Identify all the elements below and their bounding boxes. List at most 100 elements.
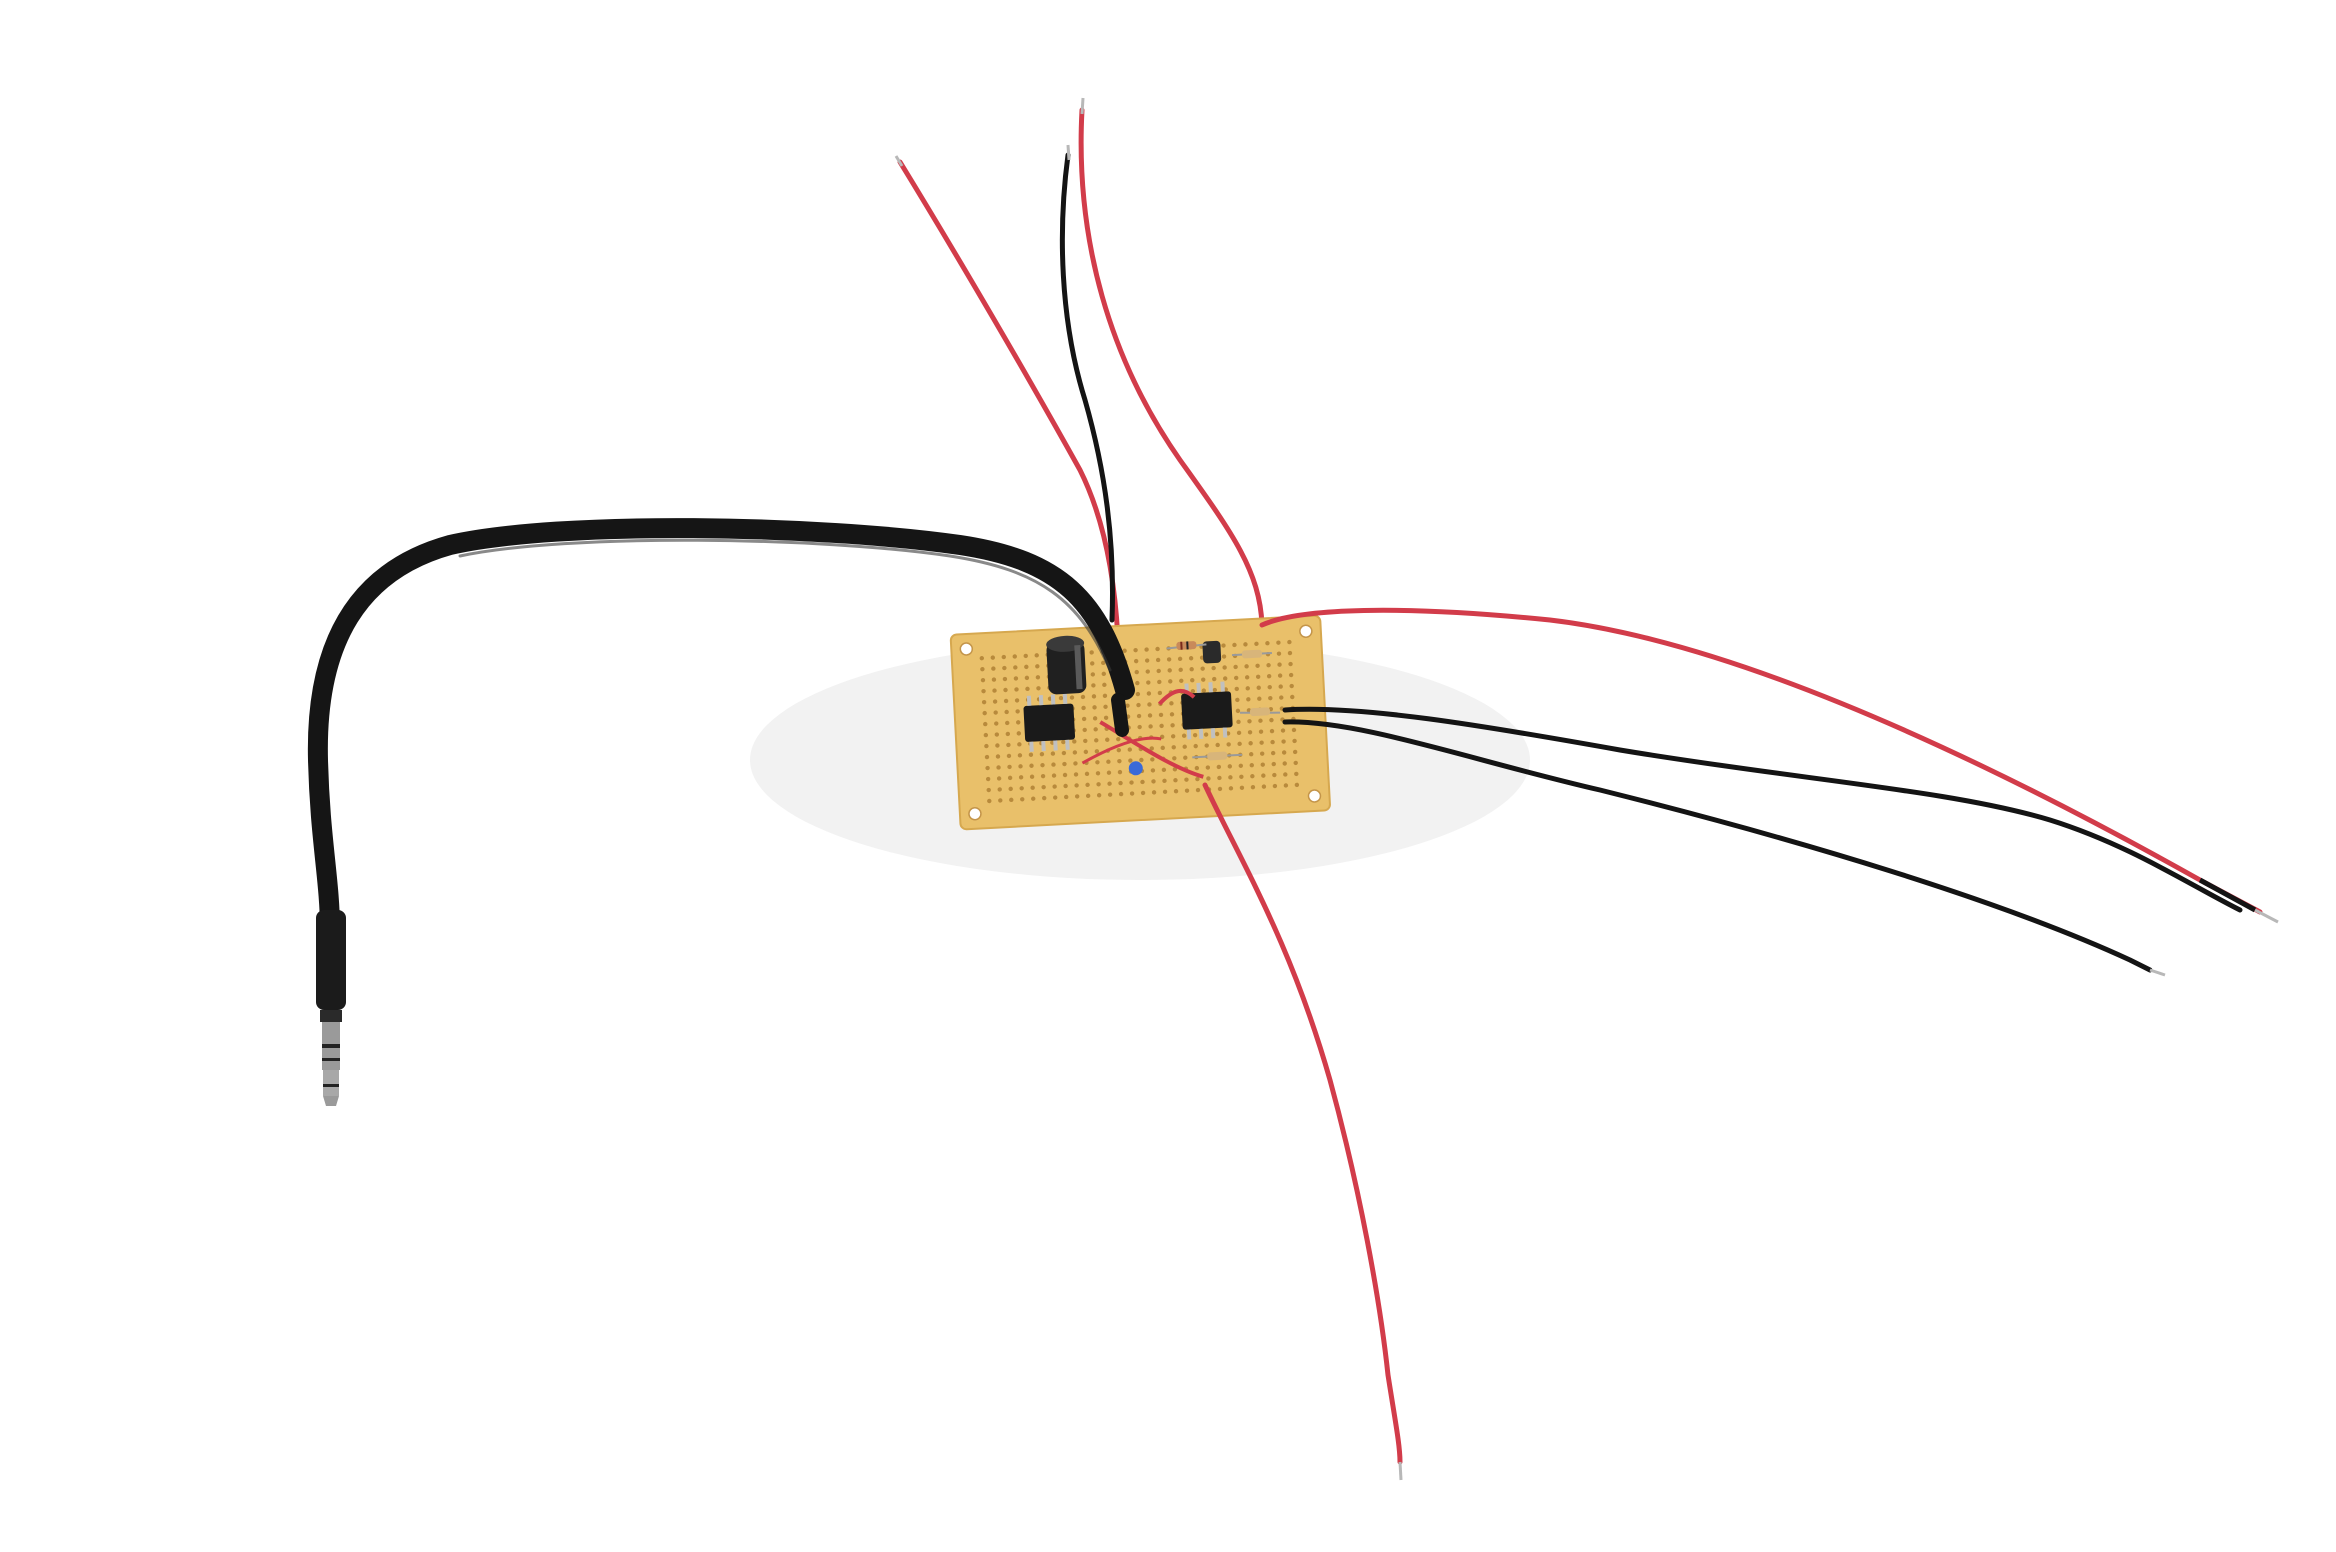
perfboard-hole <box>1002 665 1007 671</box>
perfboard-hole <box>1089 650 1094 655</box>
perfboard-hole <box>1195 787 1201 793</box>
perfboard-hole <box>991 677 997 682</box>
red-wire-top-tip <box>1080 97 1085 115</box>
perfboard-hole <box>1269 728 1275 734</box>
perfboard-hole <box>1106 770 1112 775</box>
red-wire-top <box>1078 107 1265 628</box>
perfboard-hole <box>1183 755 1188 760</box>
perfboard-hole <box>1081 705 1086 711</box>
perfboard-hole <box>1257 696 1262 701</box>
perfboard-hole <box>1260 762 1265 767</box>
perfboard-hole <box>1232 642 1237 648</box>
perfboard-hole <box>1017 753 1023 758</box>
perfboard-hole <box>985 765 990 771</box>
perfboard-hole <box>1015 709 1020 714</box>
perfboard-hole <box>1222 665 1227 670</box>
perfboard-hole <box>1001 654 1006 660</box>
perfboard-hole <box>1215 742 1220 748</box>
perfboard-hole <box>1214 731 1220 737</box>
perfboard-hole <box>1184 777 1189 782</box>
perfboard-hole <box>1250 774 1255 779</box>
perfboard-hole <box>1270 750 1276 756</box>
perfboard-hole <box>1282 761 1287 766</box>
perfboard-hole <box>1072 750 1078 755</box>
mount-hole <box>968 807 982 821</box>
perfboard-hole <box>1173 789 1179 794</box>
perfboard-hole <box>1169 712 1175 717</box>
perfboard-hole <box>1205 765 1211 770</box>
perfboard-hole <box>1291 727 1297 733</box>
perfboard-hole <box>1134 669 1139 675</box>
perfboard-hole <box>1095 771 1101 776</box>
perfboard <box>949 614 1331 831</box>
perfboard-hole <box>1144 647 1149 652</box>
perfboard-hole <box>1091 683 1096 688</box>
perfboard-hole <box>1005 720 1010 726</box>
perfboard-hole <box>1259 740 1264 745</box>
perfboard-hole <box>990 655 995 660</box>
perfboard-hole <box>1223 676 1228 681</box>
perfboard-hole <box>1255 674 1261 679</box>
perfboard-hole <box>1136 713 1142 719</box>
perfboard-hole <box>1276 651 1282 656</box>
perfboard-hole <box>1013 676 1019 681</box>
perfboard-hole <box>979 656 985 661</box>
perfboard-hole <box>1062 761 1067 767</box>
perfboard-hole <box>1053 795 1058 800</box>
perfboard-hole <box>1247 730 1253 735</box>
perfboard-hole <box>1030 785 1035 790</box>
perfboard-hole <box>1107 781 1112 786</box>
perfboard-hole <box>1244 675 1250 680</box>
mount-hole <box>959 642 974 656</box>
perfboard-hole <box>1239 774 1244 779</box>
perfboard-hole <box>1051 762 1056 767</box>
perfboard-hole <box>1102 693 1108 699</box>
perfboard-hole <box>1140 779 1145 785</box>
perfboard-hole <box>1127 747 1132 752</box>
perfboard-hole <box>1091 694 1097 699</box>
perfboard-hole <box>1073 772 1079 777</box>
perfboard-hole <box>1172 756 1177 761</box>
perfboard-hole <box>1095 760 1100 765</box>
perfboard-hole <box>1061 750 1067 756</box>
perfboard-hole <box>1211 665 1216 671</box>
perfboard-hole <box>1118 791 1124 797</box>
perfboard-hole <box>1276 640 1281 645</box>
perfboard-hole <box>1181 733 1187 738</box>
perfboard-hole <box>1147 713 1153 718</box>
perfboard-hole <box>1272 783 1278 789</box>
perfboard-hole <box>1012 654 1017 659</box>
perfboard-hole <box>1281 739 1286 744</box>
perfboard-hole <box>1092 716 1098 721</box>
perfboard-hole <box>1216 764 1222 770</box>
perfboard-hole <box>1243 642 1248 647</box>
perfboard-hole <box>1107 792 1113 797</box>
perfboard-hole <box>1040 773 1046 779</box>
perfboard-hole <box>1261 773 1266 778</box>
jumper-wire <box>1157 688 1196 706</box>
perfboard-hole <box>1051 773 1057 778</box>
perfboard-hole <box>1061 739 1066 745</box>
audio-cable-highlight <box>458 538 1112 672</box>
perfboard-hole <box>1090 661 1095 666</box>
perfboard-hole <box>1096 782 1101 787</box>
perfboard-hole <box>994 732 1000 737</box>
perfboard-hole <box>993 710 998 715</box>
ic-chip-right <box>1181 681 1233 740</box>
perfboard-hole <box>1189 667 1194 672</box>
perfboard-hole <box>1244 664 1249 669</box>
perfboard-hole <box>1235 708 1241 714</box>
perfboard-hole <box>985 776 991 782</box>
perfboard-hole <box>1249 752 1254 757</box>
perfboard-hole <box>1018 764 1023 769</box>
perfboard-hole <box>1103 715 1109 720</box>
perfboard-hole <box>1233 664 1238 670</box>
red-wire-right <box>1259 607 2263 915</box>
mount-hole <box>1299 624 1313 638</box>
perfboard-hole <box>995 743 1000 748</box>
perfboard-hole <box>1006 753 1012 759</box>
perfboard-hole <box>1063 783 1068 789</box>
electrolytic-capacitor <box>1046 635 1087 695</box>
perfboard-hole <box>1258 729 1264 734</box>
